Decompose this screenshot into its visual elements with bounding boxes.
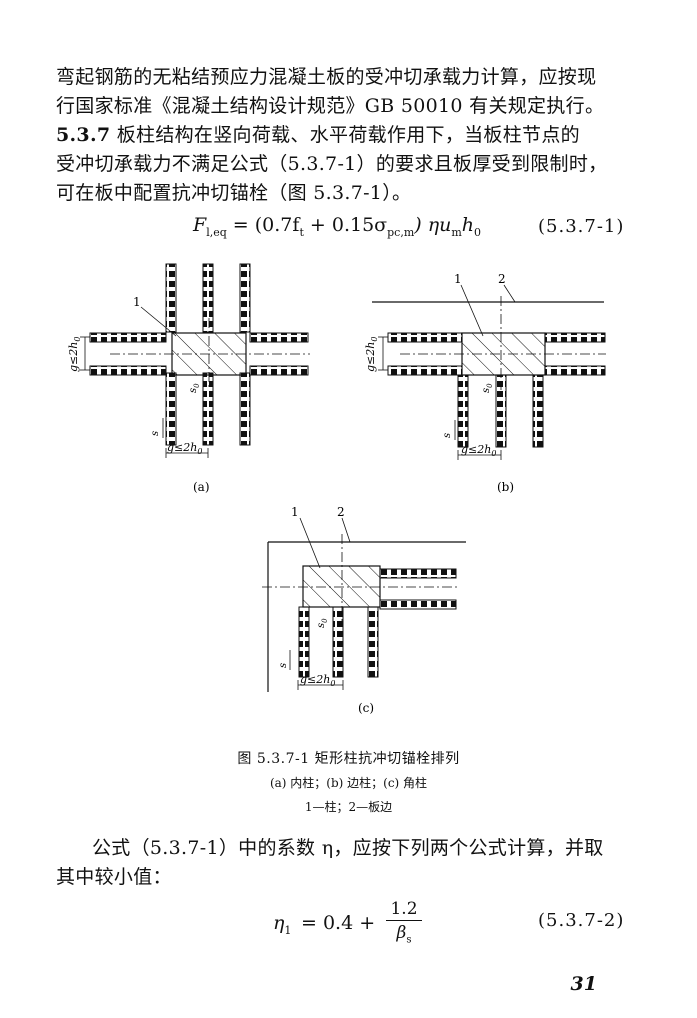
- page-number: 31: [570, 973, 597, 995]
- formula-number-2: (5.3.7-2): [538, 910, 625, 931]
- para-line-5: 可在板中配置抗冲切锚栓（图 5.3.7-1）。: [56, 182, 412, 204]
- dim-g-c-h: g≤2h0: [300, 673, 335, 688]
- para-line-3: 板柱结构在竖向荷载、水平荷载作用下，当板柱节点的: [110, 124, 580, 146]
- para-line-2: 行国家标准《混凝土结构设计规范》GB 50010 有关规定执行。: [56, 95, 605, 117]
- callout-1-a: 1: [133, 295, 141, 309]
- dim-g-b-h: g≤2h0: [461, 443, 496, 458]
- callout-2-c: 2: [337, 505, 345, 519]
- para-line-4: 受冲切承载力不满足公式（5.3.7-1）的要求且板厚受到限制时，: [56, 153, 608, 175]
- formula-5-3-7-1: Fl,eq = (0.7ft + 0.15σpc,m) ηumh0: [193, 214, 482, 239]
- dim-s-a: s: [150, 431, 161, 436]
- clause-number: 5.3.7: [56, 124, 111, 146]
- dim-s0-a: s0: [188, 383, 201, 393]
- figure-caption-legend: 1—柱；2—板边: [304, 800, 393, 814]
- dim-s-b: s: [442, 433, 453, 438]
- label-c: (c): [358, 701, 374, 715]
- dim-g-a-h: g≤2h0: [167, 441, 202, 456]
- dim-s-c: s: [278, 663, 289, 668]
- dim-g-a: g≤2h0: [67, 337, 82, 372]
- figure-anchor-bolt-layout: 1 g≤2h0 s0 s g≤2h0 (a) 1 2 g≤2h0 s0: [67, 263, 606, 715]
- figure-caption-title: 图 5.3.7-1 矩形柱抗冲切锚栓排列: [237, 751, 460, 767]
- para-line-1: 弯起钢筋的无粘结预应力混凝土板的受冲切承载力计算，应按现: [56, 66, 597, 88]
- subfigure-c: 1 2 s0 s g≤2h0 (c): [262, 505, 466, 715]
- dim-s0-b: s0: [481, 383, 494, 393]
- dim-s0-c: s0: [316, 618, 329, 628]
- callout-1-b: 1: [454, 272, 462, 286]
- subfigure-a: 1 g≤2h0 s0 s g≤2h0 (a): [67, 263, 310, 494]
- para-line-7: 其中较小值：: [56, 866, 172, 888]
- figure-caption-sub: (a) 内柱；(b) 边柱；(c) 角柱: [269, 776, 428, 790]
- label-a: (a): [193, 480, 210, 494]
- label-b: (b): [497, 480, 514, 494]
- callout-2-b: 2: [498, 272, 506, 286]
- formula-number-1: (5.3.7-1): [538, 216, 625, 237]
- dim-g-b: g≤2h0: [364, 337, 379, 372]
- clause-line: 5.3.7 板柱结构在竖向荷载、水平荷载作用下，当板柱节点的: [56, 121, 636, 150]
- para-line-6: 公式（5.3.7-1）中的系数 η，应按下列两个公式计算，并取: [92, 837, 604, 859]
- subfigure-b: 1 2 g≤2h0 s0 s g≤2h0 (b): [364, 272, 606, 494]
- callout-1-c: 1: [291, 505, 299, 519]
